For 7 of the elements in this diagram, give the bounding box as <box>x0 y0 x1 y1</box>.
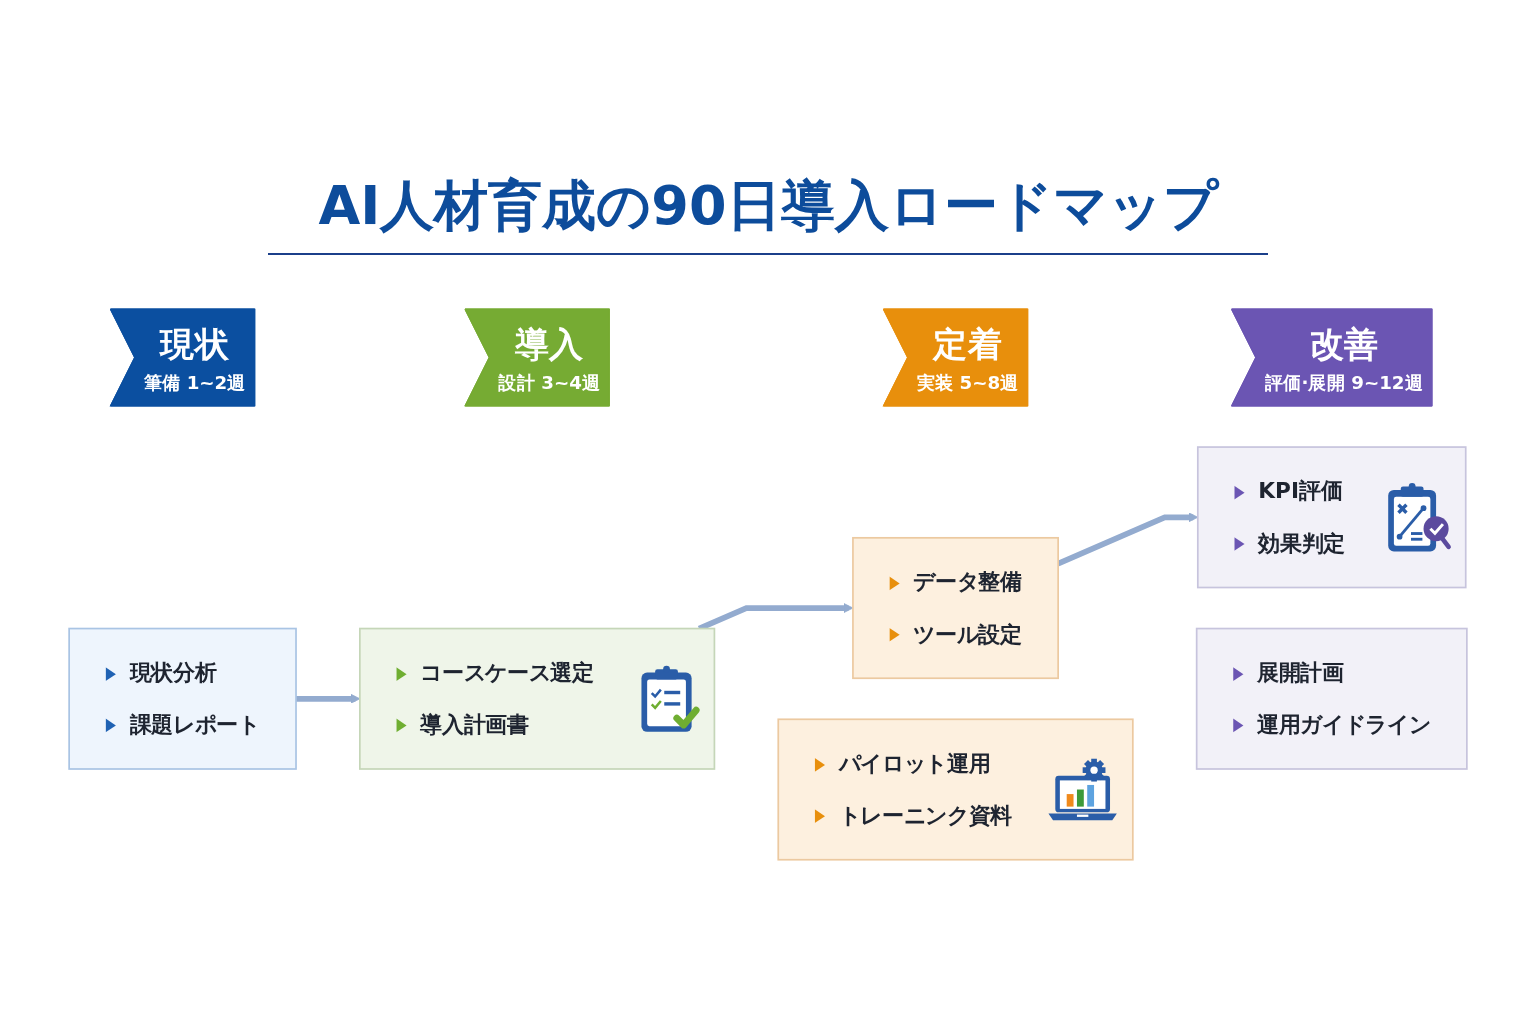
node-box: データ整備 ツール設定 <box>852 536 1059 680</box>
node-box: KPI評価 効果判定 <box>1196 446 1467 589</box>
node-box: 展開計画 運用ガイドライン <box>1195 627 1468 770</box>
node-box: パイロット運用 トレーニンク資料 <box>777 718 1134 861</box>
title: AI人材育成の90日導入ロードマップ <box>268 170 1268 255</box>
node-box: コースケース選定 導入計画書 <box>359 627 716 770</box>
node-box: 現状分析 課題レポート <box>68 627 297 770</box>
